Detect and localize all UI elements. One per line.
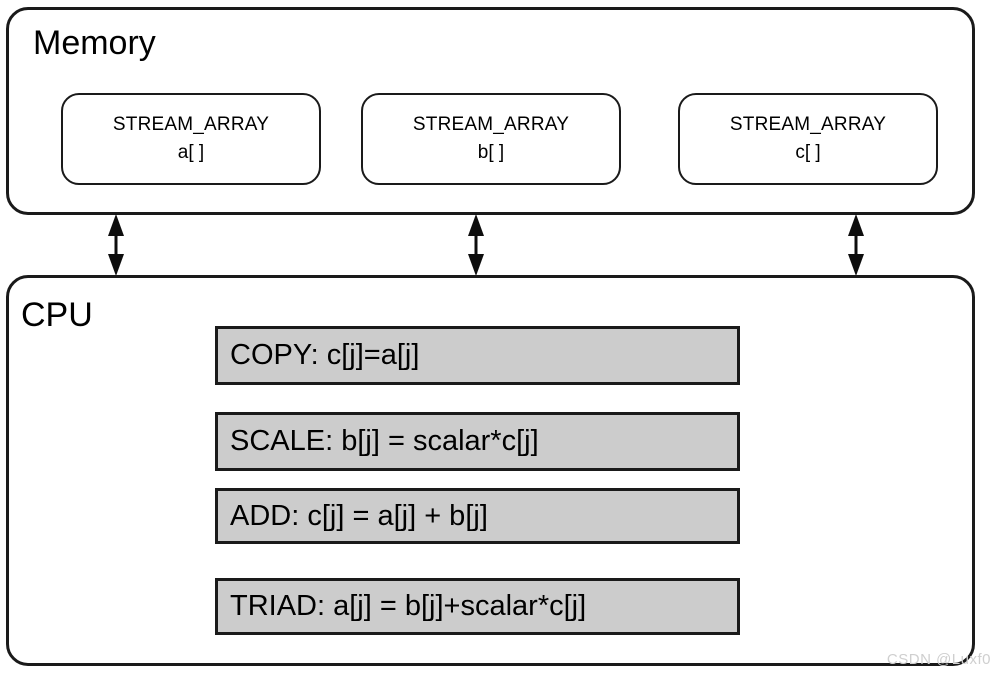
stream-array-title-b: STREAM_ARRAY [412, 114, 570, 136]
bidirectional-arrow-icon-c [841, 214, 871, 276]
stream-array-box-b: STREAM_ARRAY b[ ] [361, 93, 621, 185]
operation-text-triad: TRIAD: a[j] = b[j]+scalar*c[j] [230, 590, 587, 622]
operation-box-add: ADD: c[j] = a[j] + b[j] [215, 488, 740, 544]
cpu-label: CPU [21, 296, 93, 334]
operation-text-scale: SCALE: b[j] = scalar*c[j] [230, 425, 539, 457]
operation-box-triad: TRIAD: a[j] = b[j]+scalar*c[j] [215, 578, 740, 635]
operation-box-scale: SCALE: b[j] = scalar*c[j] [215, 412, 740, 471]
stream-array-variable-c: c[ ] [795, 142, 821, 163]
memory-container: Memory STREAM_ARRAY a[ ] STREAM_ARRAY b[… [6, 7, 975, 215]
memory-array-row: STREAM_ARRAY a[ ] STREAM_ARRAY b[ ] STRE… [9, 93, 978, 185]
stream-array-variable-a: a[ ] [177, 142, 205, 163]
stream-array-box-c: STREAM_ARRAY c[ ] [678, 93, 938, 185]
bidirectional-arrow-icon-b [461, 214, 491, 276]
operation-text-add: ADD: c[j] = a[j] + b[j] [230, 499, 488, 532]
stream-array-box-a: STREAM_ARRAY a[ ] [61, 93, 321, 185]
memory-label: Memory [33, 24, 156, 62]
stream-array-title-c: STREAM_ARRAY [729, 114, 887, 136]
bidirectional-arrow-icon-a [101, 214, 131, 276]
operation-text-copy: COPY: c[j]=a[j] [230, 339, 420, 371]
operation-box-copy: COPY: c[j]=a[j] [215, 326, 740, 385]
stream-array-variable-b: b[ ] [477, 142, 505, 163]
stream-array-title-a: STREAM_ARRAY [112, 114, 270, 136]
watermark-text: CSDN @Luxf0 [886, 651, 991, 668]
